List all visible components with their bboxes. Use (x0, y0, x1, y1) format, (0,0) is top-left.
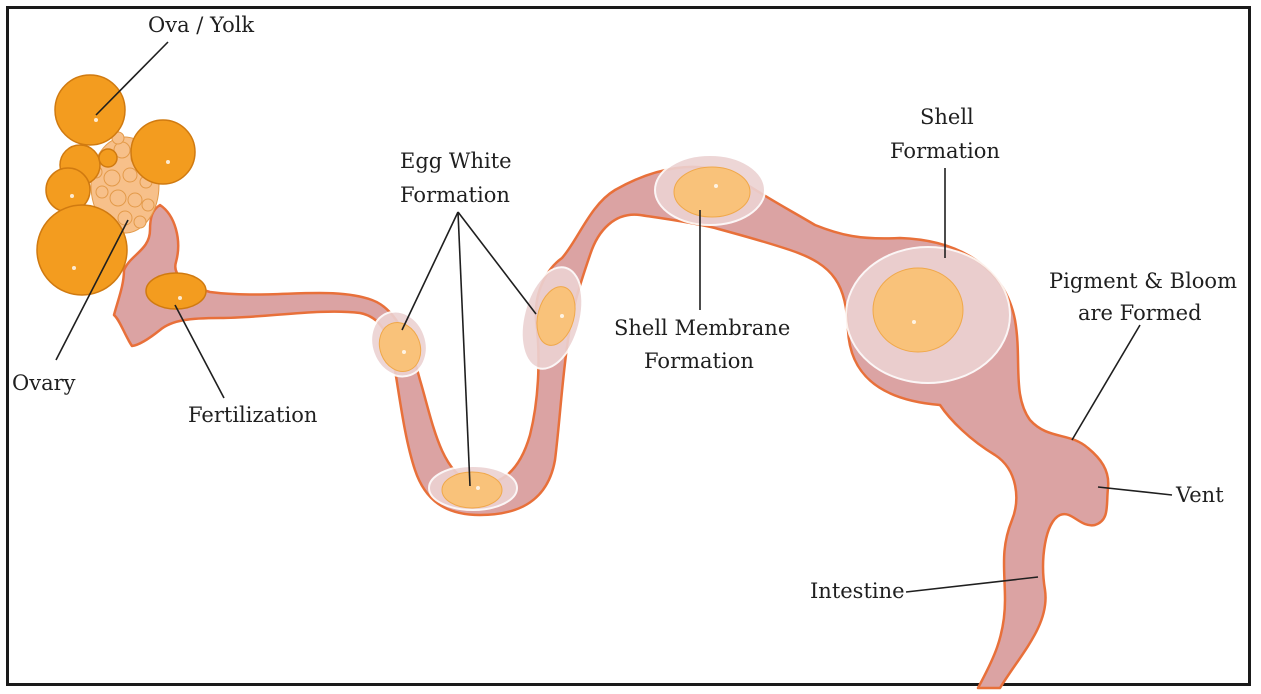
yolk (37, 205, 127, 295)
shell-formation-egg (846, 247, 1010, 383)
yolk (99, 149, 117, 167)
oviduct-tract (114, 167, 1108, 688)
label-shell-1: Shell (920, 105, 974, 129)
label-egg-white-2: Formation (400, 183, 510, 207)
label-ovary: Ovary (12, 371, 76, 395)
fertilized-yolk (146, 273, 206, 309)
label-shell-membrane-2: Formation (644, 349, 754, 373)
label-egg-white-1: Egg White (400, 149, 512, 173)
shell-membrane-egg (655, 155, 765, 225)
yolk (55, 75, 125, 145)
label-ova-yolk: Ova / Yolk (148, 13, 254, 37)
label-pigment-1: Pigment & Bloom (1049, 269, 1237, 293)
label-vent: Vent (1175, 483, 1224, 507)
label-shell-2: Formation (890, 139, 1000, 163)
yolk (131, 120, 195, 184)
label-intestine: Intestine (810, 579, 905, 603)
label-shell-membrane-1: Shell Membrane (614, 316, 790, 340)
label-fertilization: Fertilization (188, 403, 317, 427)
label-pigment-2: are Formed (1078, 301, 1202, 325)
